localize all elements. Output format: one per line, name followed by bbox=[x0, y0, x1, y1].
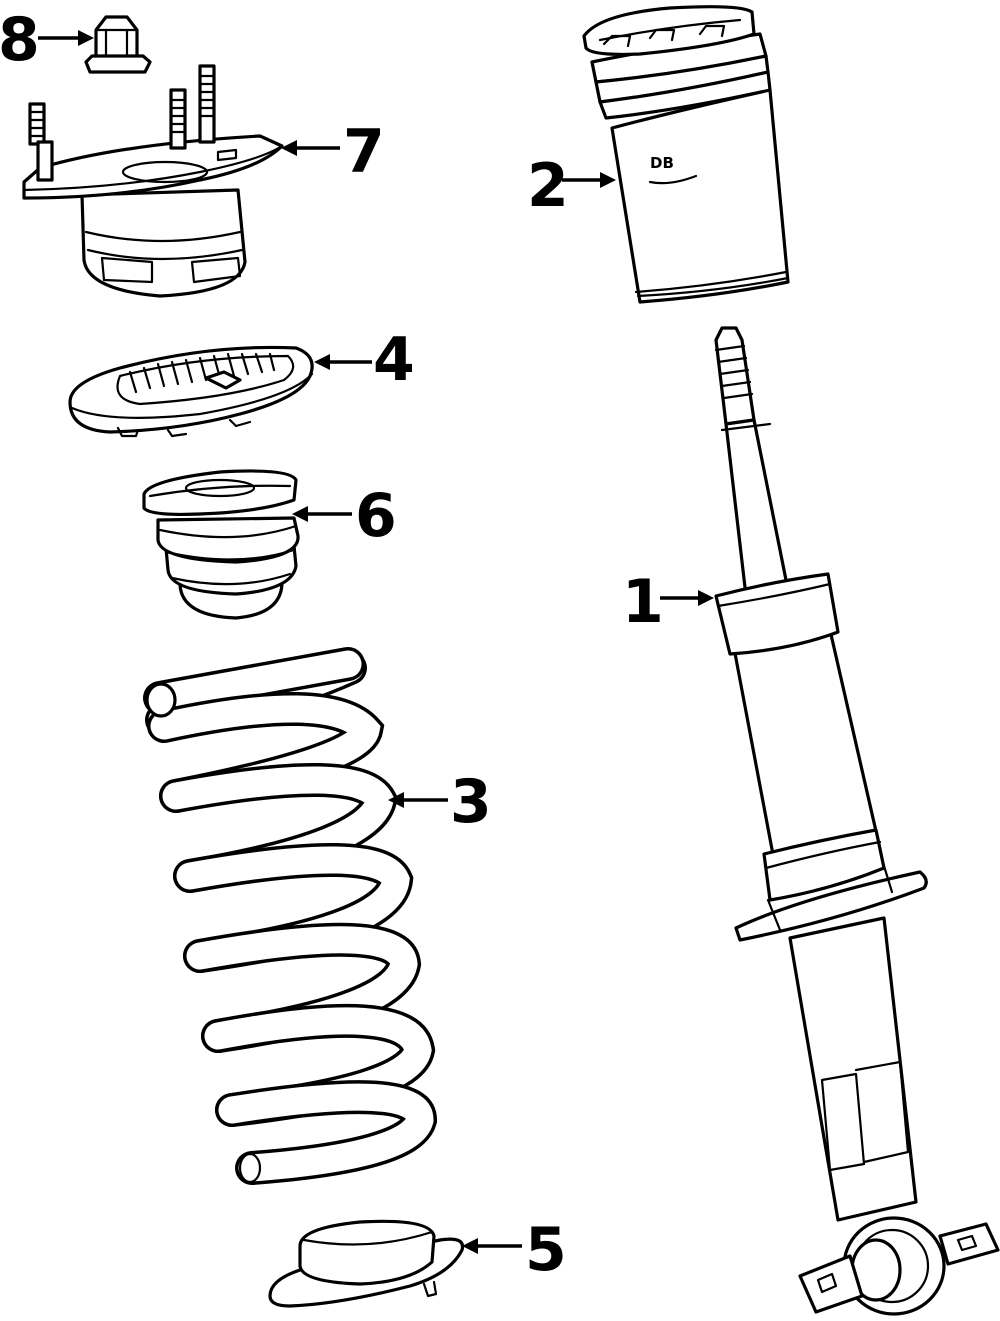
callout-number: 7 bbox=[343, 117, 385, 187]
callout-number: 5 bbox=[525, 1215, 567, 1285]
dust-boot-marking: DB bbox=[650, 154, 674, 172]
callout-6: 6 bbox=[292, 481, 397, 551]
callout-number: 8 bbox=[0, 5, 40, 75]
callout-3: 3 bbox=[388, 767, 492, 837]
callout-number: 1 bbox=[622, 567, 664, 637]
part-8-nut bbox=[84, 15, 152, 74]
callout-4: 4 bbox=[314, 325, 415, 395]
callout-7: 7 bbox=[281, 117, 385, 187]
callout-number: 6 bbox=[355, 481, 397, 551]
callout-1: 1 bbox=[622, 567, 714, 637]
part-7-upper-mount bbox=[22, 64, 284, 298]
part-3-coil-spring bbox=[143, 647, 438, 1185]
callout-5: 5 bbox=[462, 1215, 567, 1285]
part-6-bump-stop bbox=[142, 469, 300, 620]
part-4-spring-seat bbox=[68, 345, 314, 438]
callout-8: 8 bbox=[0, 5, 94, 75]
callout-2: 2 bbox=[527, 151, 616, 221]
callout-number: 3 bbox=[450, 767, 492, 837]
part-2-dust-boot: DB bbox=[582, 5, 790, 304]
part-5-lower-insulator bbox=[268, 1219, 465, 1308]
part-1-shock-absorber bbox=[714, 326, 1000, 1316]
callout-number: 2 bbox=[527, 151, 569, 221]
callout-number: 4 bbox=[373, 325, 415, 395]
